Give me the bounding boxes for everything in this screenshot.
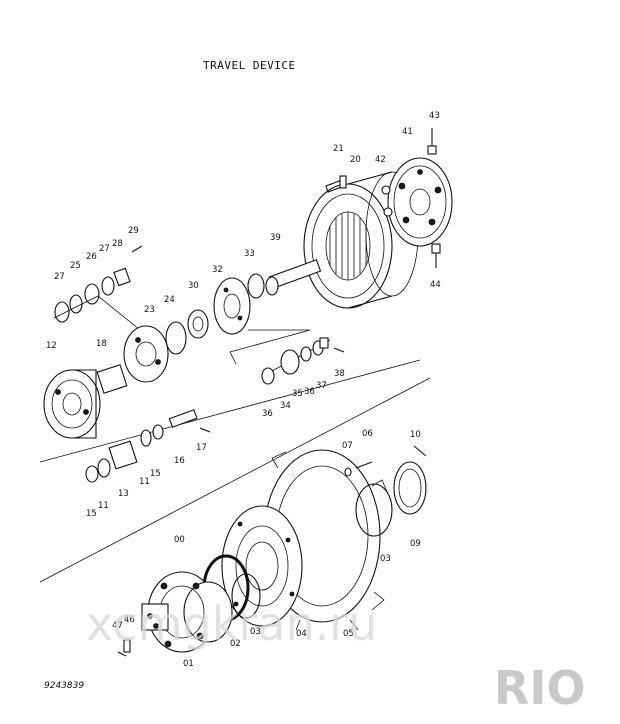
label-09: 09 <box>410 539 421 549</box>
label-38: 38 <box>334 369 345 379</box>
assembly-line-a <box>53 295 151 339</box>
label-44: 44 <box>430 280 441 290</box>
gear-set-25-29 <box>54 245 143 323</box>
label-26: 26 <box>86 252 97 262</box>
label-29: 29 <box>128 226 139 236</box>
rio-logo: RIO <box>494 661 586 715</box>
label-33: 33 <box>244 249 255 259</box>
label-02: 02 <box>230 639 241 649</box>
assembly-line-b <box>229 329 311 365</box>
travel-motor-00 <box>141 571 233 653</box>
fitting-46-47 <box>117 639 131 657</box>
label-11b: 11 <box>98 501 109 511</box>
gear-18 <box>96 364 128 394</box>
plug-44 <box>431 243 441 268</box>
label-39: 39 <box>270 233 281 243</box>
cover-41 <box>387 157 453 247</box>
bolt-06 <box>355 461 373 469</box>
label-27a: 27 <box>99 244 110 254</box>
label-10: 10 <box>410 430 421 440</box>
label-20: 20 <box>350 155 361 165</box>
seal-03a <box>231 573 261 619</box>
label-17: 17 <box>196 443 207 453</box>
label-05: 05 <box>343 629 354 639</box>
bolt-21 <box>325 175 347 193</box>
label-43: 43 <box>429 111 440 121</box>
label-03b: 03 <box>380 554 391 564</box>
assembly-line-d <box>39 359 421 463</box>
seal-09 <box>393 461 427 515</box>
label-24: 24 <box>164 295 175 305</box>
seal-03b <box>355 483 393 537</box>
shaft-39 <box>265 259 322 296</box>
ring-gear-20 <box>303 171 419 309</box>
label-03a: 03 <box>250 627 261 637</box>
label-36a: 36 <box>304 387 315 397</box>
label-16: 16 <box>174 456 185 466</box>
housing-12 <box>43 369 101 439</box>
label-01: 01 <box>183 659 194 669</box>
hub-04 <box>221 505 303 627</box>
label-13: 13 <box>118 489 129 499</box>
label-30: 30 <box>188 281 199 291</box>
label-37: 37 <box>316 381 327 391</box>
label-15b: 15 <box>86 509 97 519</box>
washer-33 <box>247 273 265 299</box>
label-25: 25 <box>70 261 81 271</box>
label-27b: 27 <box>54 272 65 282</box>
plug-43 <box>427 128 437 155</box>
gear-30 <box>187 309 209 339</box>
label-46: 46 <box>124 615 135 625</box>
label-47: 47 <box>112 621 123 631</box>
label-15a: 15 <box>150 469 161 479</box>
pin-10 <box>413 445 427 457</box>
label-21: 21 <box>333 144 344 154</box>
label-06: 06 <box>362 429 373 439</box>
drawing-code: 9243839 <box>44 681 84 691</box>
assembly-line-e <box>39 377 431 583</box>
watermark-text: xcmgkran.ru <box>86 597 377 651</box>
o-ring-42b <box>383 207 393 217</box>
label-11a: 11 <box>139 477 150 487</box>
label-18: 18 <box>96 339 107 349</box>
plug-42 <box>381 185 391 195</box>
carrier-32 <box>213 277 251 335</box>
gear-set-11-17 <box>85 409 211 483</box>
label-42: 42 <box>375 155 386 165</box>
ring-24 <box>165 321 187 355</box>
label-12: 12 <box>46 341 57 351</box>
part-labels: 21 20 42 41 43 29 28 27 26 25 27 39 33 3… <box>46 111 441 669</box>
label-23: 23 <box>144 305 155 315</box>
label-41: 41 <box>402 127 413 137</box>
label-36b: 36 <box>262 409 273 419</box>
label-32: 32 <box>212 265 223 275</box>
label-34: 34 <box>280 401 291 411</box>
label-04: 04 <box>296 629 307 639</box>
label-28: 28 <box>112 239 123 249</box>
washer-07 <box>344 467 352 477</box>
gear-set-34-38 <box>261 337 345 385</box>
label-07: 07 <box>342 441 353 451</box>
diagram-title: TRAVEL DEVICE <box>203 59 296 72</box>
label-35: 35 <box>292 389 303 399</box>
label-00: 00 <box>174 535 185 545</box>
carrier-23 <box>123 325 169 383</box>
